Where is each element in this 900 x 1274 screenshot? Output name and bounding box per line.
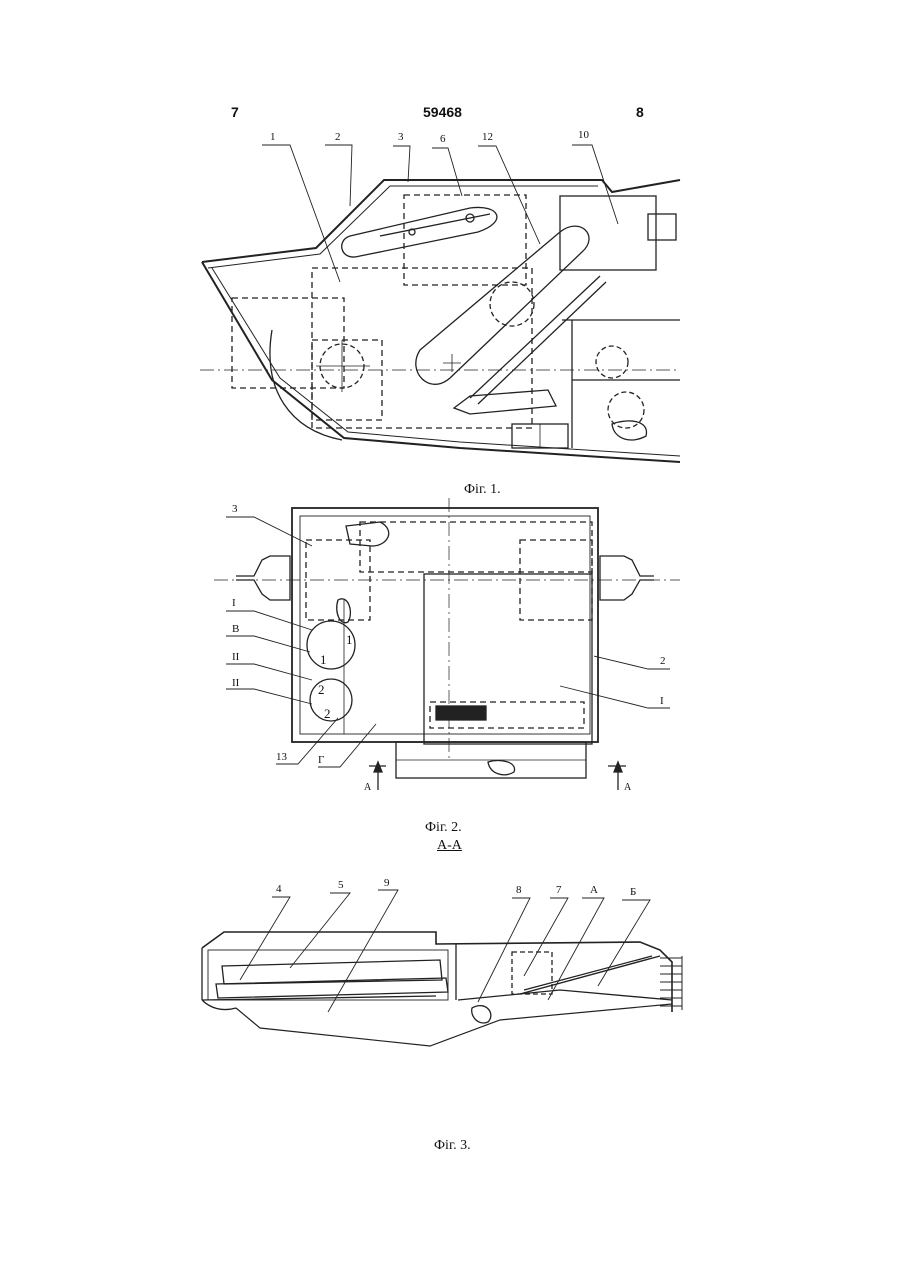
figure-2-drawing xyxy=(214,498,680,790)
fig2-circle-label-1: 1 xyxy=(346,632,353,647)
fig2-callout-2: 2 xyxy=(660,655,666,667)
fig1-callout-6: 6 xyxy=(440,133,446,145)
fig1-callout-2: 2 xyxy=(335,131,341,143)
fig2-callout-I-right: I xyxy=(660,695,664,707)
fig3-callout-7: 7 xyxy=(556,884,562,896)
fig2-callout-13: 13 xyxy=(276,751,288,763)
fig2-callout-I: I xyxy=(232,597,236,609)
figure-1-caption: Фіг. 1. xyxy=(464,482,501,498)
fig3-callout-5: 5 xyxy=(338,879,344,891)
fig1-callout-10: 10 xyxy=(578,129,590,141)
fig3-callout-4: 4 xyxy=(276,883,282,895)
fig2-section-mark-left: А xyxy=(364,782,372,793)
fig2-callout-3: 3 xyxy=(232,503,238,515)
fig2-circle-label-1b: 1 xyxy=(320,652,327,667)
fig1-callout-1: 1 xyxy=(270,131,276,143)
fig3-callout-A: А xyxy=(590,884,598,896)
fig2-callout-G: Г xyxy=(318,754,324,766)
figure-3-drawing xyxy=(202,890,682,1046)
figure-1-drawing xyxy=(200,145,680,462)
fig2-circle-label-2: 2 xyxy=(318,682,325,697)
figure-2-caption: Фіг. 2. xyxy=(425,820,462,836)
fig3-callout-8: 8 xyxy=(516,884,522,896)
figure-3-caption: Фіг. 3. xyxy=(434,1138,471,1154)
fig1-callout-12: 12 xyxy=(482,131,493,143)
fig2-section-mark-right: А xyxy=(624,782,632,793)
fig2-circle-label-2b: 2 xyxy=(324,706,331,721)
fig3-callout-B: Б xyxy=(630,886,636,898)
fig1-callout-3: 3 xyxy=(398,131,404,143)
fig2-callout-B: В xyxy=(232,623,239,635)
section-label: А-А xyxy=(437,838,462,854)
fig3-callout-9: 9 xyxy=(384,877,390,889)
fig2-callout-II-b: II xyxy=(232,677,240,689)
fig2-callout-II-a: II xyxy=(232,651,240,663)
